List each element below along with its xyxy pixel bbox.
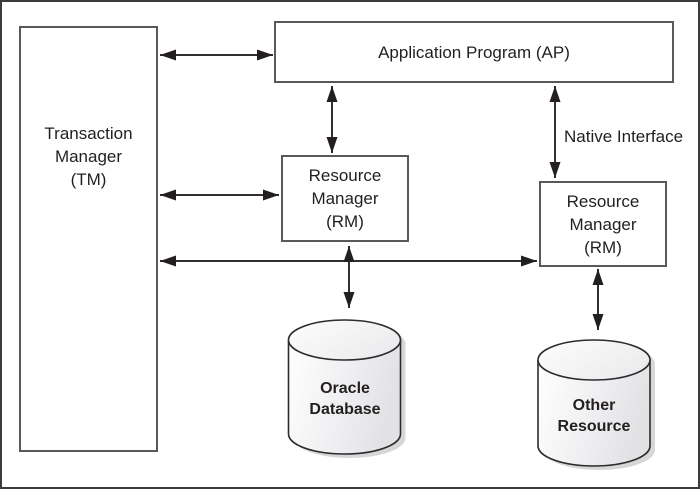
resource-manager-right-box: Resource Manager (RM) [539, 181, 667, 267]
transaction-manager-label-line: Manager [54, 147, 123, 166]
resource-manager-right-label-line: (RM) [584, 237, 622, 257]
other-resource-label-line: Resource [557, 418, 631, 435]
oracle-database-label-line: Database [309, 401, 381, 418]
resource-manager-left-box: Resource Manager (RM) [281, 155, 409, 242]
resource-manager-left-label-line: Resource [308, 166, 382, 185]
resource-manager-right-label-line: Resource [566, 191, 640, 211]
transaction-manager-box: Transaction Manager (TM) [19, 26, 158, 452]
other-resource-label: Other Resource [538, 395, 650, 437]
transaction-manager-label-line: Transaction [44, 124, 133, 143]
native-interface-label: Native Interface [564, 127, 684, 146]
resource-manager-left-label-line: Manager [311, 189, 379, 208]
oracle-database-label: Oracle Database [289, 378, 401, 420]
application-program-label: Application Program (AP) [378, 42, 570, 62]
other-resource-label-line: Other [572, 397, 616, 414]
application-program-box: Application Program (AP) [274, 21, 674, 83]
resource-manager-right-label-line: Manager [569, 214, 637, 234]
resource-manager-left-label-line: (RM) [326, 212, 364, 231]
transaction-manager-label-line: (TM) [70, 170, 107, 189]
oracle-database-label-line: Oracle [320, 380, 370, 397]
